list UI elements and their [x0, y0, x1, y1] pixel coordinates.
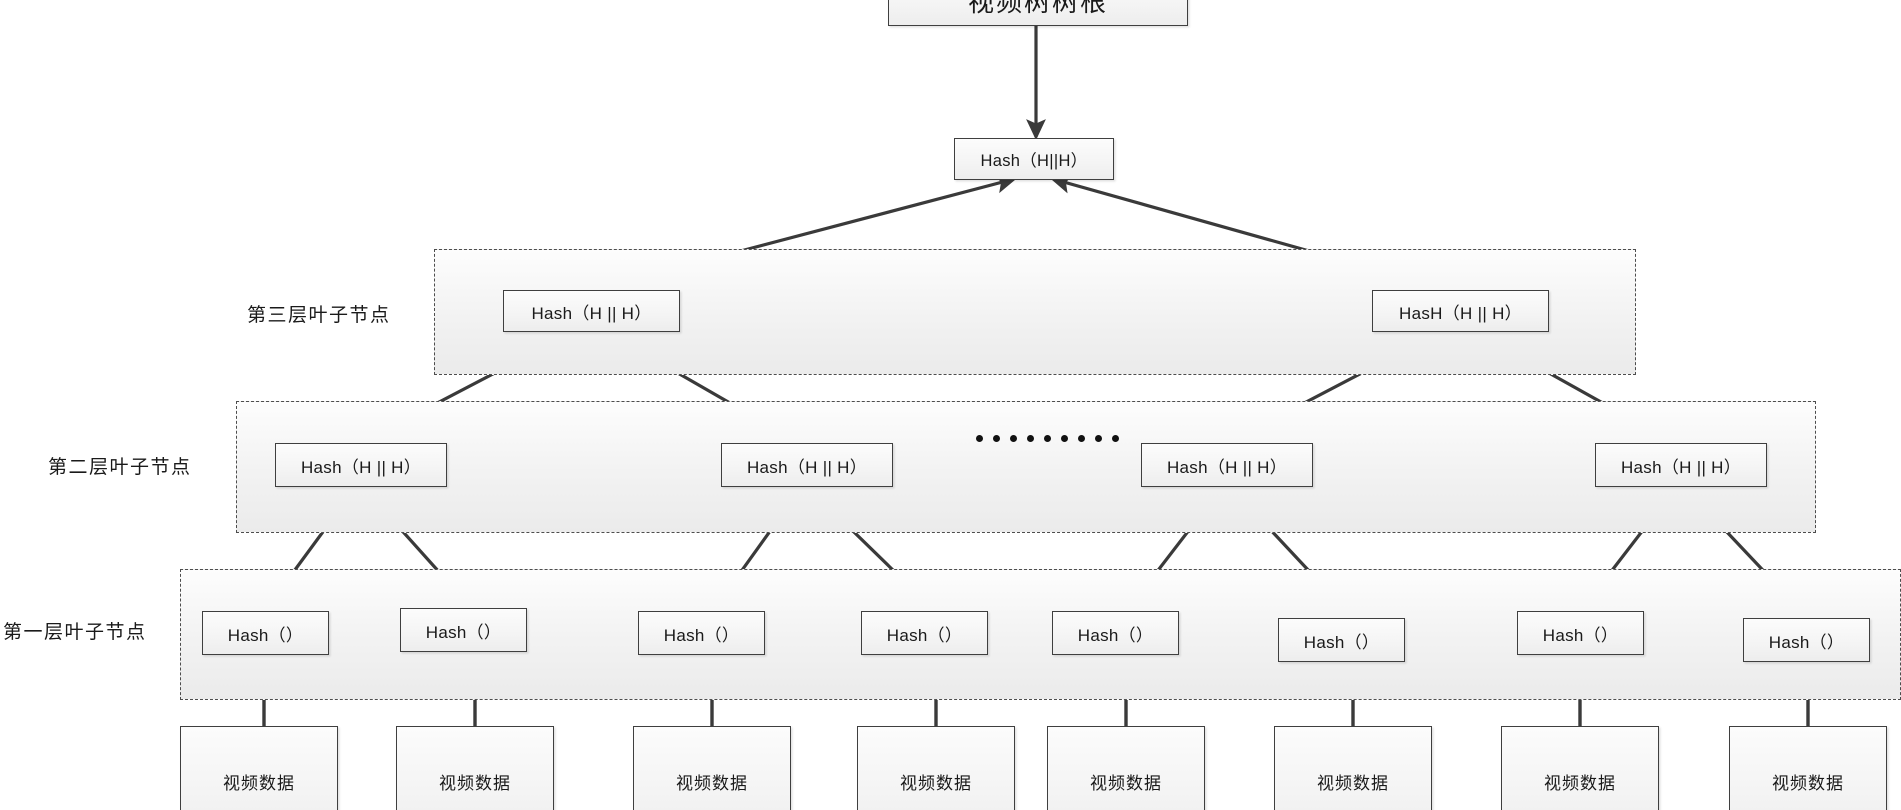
root-node-label: 视频树树根 — [967, 0, 1108, 17]
video-data-node-label: 视频数据 — [1317, 773, 1389, 793]
video-data-node-label: 视频数据 — [223, 773, 295, 793]
ellipsis-dot — [993, 435, 1000, 442]
root-node[interactable]: 视频树树根 — [888, 0, 1188, 26]
video-data-node-7[interactable]: 视频数据 — [1729, 726, 1887, 810]
layer1-node-0[interactable]: Hash（） — [202, 611, 329, 655]
layer2-node-label: Hash（H || H） — [1620, 457, 1742, 477]
layer1-node-4[interactable]: Hash（） — [1052, 611, 1179, 655]
layer1-node-6[interactable]: Hash（） — [1517, 611, 1644, 655]
ellipsis-dot — [1061, 435, 1068, 442]
layer2-node-2[interactable]: Hash（H || H） — [1141, 443, 1313, 487]
ellipsis-dots — [976, 435, 1119, 442]
ellipsis-dot — [1112, 435, 1119, 442]
layer1-node-label: Hash（） — [1768, 632, 1845, 652]
video-data-node-3[interactable]: 视频数据 — [857, 726, 1015, 810]
layer2-node-label: Hash（H || H） — [300, 457, 422, 477]
video-data-node-2[interactable]: 视频数据 — [633, 726, 791, 810]
layer3-node-label: Hash（H || H） — [531, 303, 652, 323]
video-data-node-label: 视频数据 — [676, 773, 748, 793]
layer2-node-label: Hash（H || H） — [1166, 457, 1288, 477]
layer2-caption: 第二层叶子节点 — [48, 457, 192, 478]
layer1-caption: 第一层叶子节点 — [3, 622, 147, 643]
layer3-caption: 第三层叶子节点 — [247, 305, 391, 326]
layer2-node-3[interactable]: Hash（H || H） — [1595, 443, 1767, 487]
video-data-node-label: 视频数据 — [900, 773, 972, 793]
video-data-node-label: 视频数据 — [1090, 773, 1162, 793]
layer1-node-label: Hash（） — [227, 625, 304, 645]
layer1-node-label: Hash（） — [1542, 625, 1619, 645]
layer1-node-label: Hash（） — [663, 625, 740, 645]
layer3-node-0[interactable]: Hash（H || H） — [503, 290, 680, 332]
video-data-node-1[interactable]: 视频数据 — [396, 726, 554, 810]
layer2-node-1[interactable]: Hash（H || H） — [721, 443, 893, 487]
top-hash-node-label: Hash（H||H） — [980, 152, 1088, 170]
layer1-node-label: Hash（） — [425, 622, 502, 642]
video-data-node-0[interactable]: 视频数据 — [180, 726, 338, 810]
layer1-node-5[interactable]: Hash（） — [1278, 618, 1405, 662]
layer1-node-7[interactable]: Hash（） — [1743, 618, 1870, 662]
video-data-node-label: 视频数据 — [1772, 773, 1844, 793]
layer2-group-container — [236, 401, 1816, 533]
layer3-node-label: HasH（H || H） — [1399, 303, 1522, 323]
layer1-node-2[interactable]: Hash（） — [638, 611, 765, 655]
ellipsis-dot — [1027, 435, 1034, 442]
ellipsis-dot — [1095, 435, 1102, 442]
layer2-node-label: Hash（H || H） — [746, 457, 868, 477]
video-data-node-4[interactable]: 视频数据 — [1047, 726, 1205, 810]
layer1-node-1[interactable]: Hash（） — [400, 608, 527, 652]
top-hash-node[interactable]: Hash（H||H） — [954, 138, 1114, 180]
ellipsis-dot — [1010, 435, 1017, 442]
ellipsis-dot — [976, 435, 983, 442]
video-data-node-5[interactable]: 视频数据 — [1274, 726, 1432, 810]
layer2-node-0[interactable]: Hash（H || H） — [275, 443, 447, 487]
ellipsis-dot — [1078, 435, 1085, 442]
layer1-node-label: Hash（） — [886, 625, 963, 645]
layer1-node-label: Hash（） — [1077, 625, 1154, 645]
layer3-node-1[interactable]: HasH（H || H） — [1372, 290, 1549, 332]
layer1-node-label: Hash（） — [1303, 632, 1380, 652]
video-data-node-label: 视频数据 — [439, 773, 511, 793]
layer1-node-3[interactable]: Hash（） — [861, 611, 988, 655]
video-data-node-6[interactable]: 视频数据 — [1501, 726, 1659, 810]
ellipsis-dot — [1044, 435, 1051, 442]
video-data-node-label: 视频数据 — [1544, 773, 1616, 793]
